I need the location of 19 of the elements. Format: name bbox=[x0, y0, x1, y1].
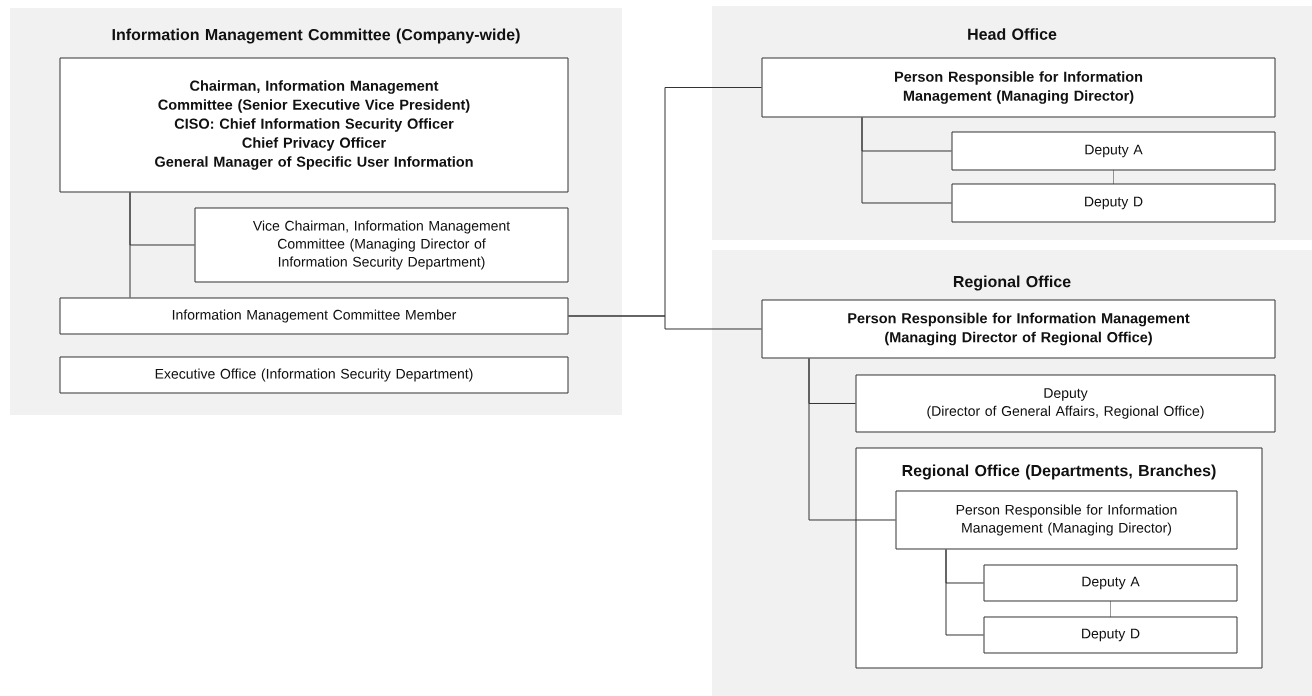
connector-line bbox=[861, 117, 952, 204]
role-box: Deputy A bbox=[951, 131, 1276, 171]
connector-line bbox=[945, 549, 984, 636]
role-box: Vice Chairman, Information Management Committee (Managing Director of Information Security Department) bbox=[194, 207, 569, 283]
connector-line bbox=[808, 358, 896, 521]
role-box: Chairman, Information Management Committee (Senior Executive Vice President) CISO: Chief Information Security Officer Chief Privacy Officer General Manager of Specific User Information bbox=[59, 57, 569, 193]
role-box: Deputy A bbox=[983, 564, 1238, 602]
connector-line bbox=[568, 315, 762, 330]
role-box: Executive Office (Information Security Department) bbox=[59, 356, 569, 394]
connector-line bbox=[129, 192, 131, 298]
role-box: Deputy (Director of General Affairs, Regional Office) bbox=[855, 374, 1276, 433]
role-box: Person Responsible for Information Management (Managing Director) bbox=[895, 490, 1238, 550]
role-box: Information Management Committee Member bbox=[59, 297, 569, 335]
dotted-connector bbox=[1110, 601, 1111, 617]
role-box: Deputy D bbox=[951, 183, 1276, 223]
role-box: Person Responsible for Information Management (Managing Director) bbox=[761, 57, 1276, 118]
dotted-connector bbox=[1113, 170, 1114, 184]
role-box: Person Responsible for Information Management (Managing Director of Regional Office) bbox=[761, 299, 1276, 359]
role-box: Deputy D bbox=[983, 616, 1238, 654]
